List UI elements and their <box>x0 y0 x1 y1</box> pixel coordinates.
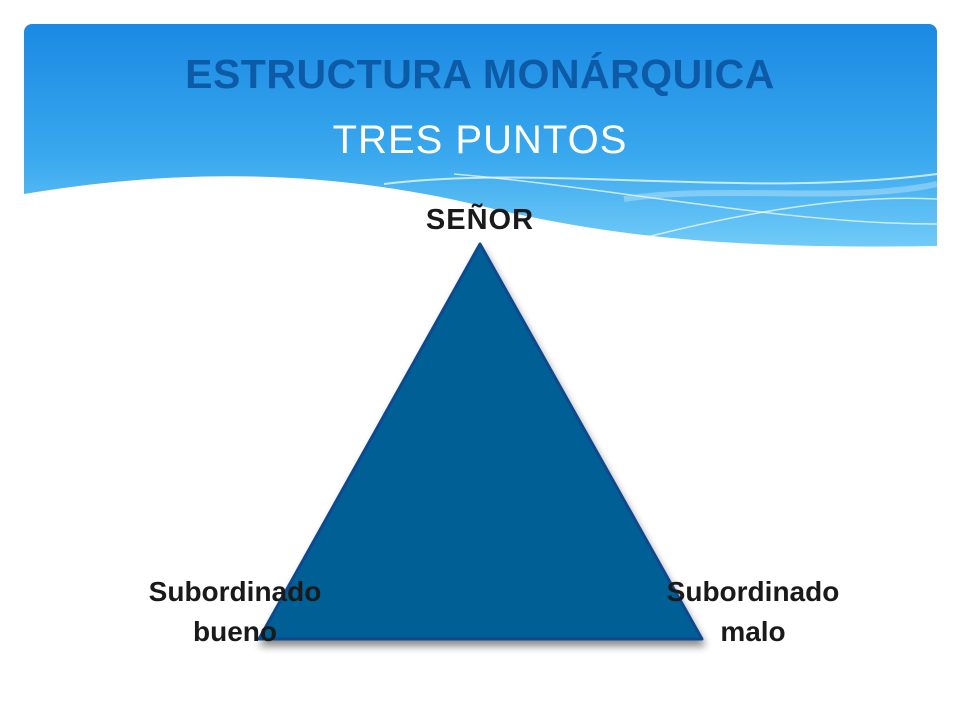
vertex-label-line: Subordinado <box>666 576 840 607</box>
header-banner <box>24 24 937 269</box>
vertex-label-line: bueno <box>193 616 277 647</box>
vertex-label-subordinado-bueno: Subordinado bueno <box>120 572 350 652</box>
vertex-label-subordinado-malo: Subordinado malo <box>638 572 868 652</box>
slide-title: ESTRUCTURA MONÁRQUICA <box>185 51 775 97</box>
slide-subtitle: TRES PUNTOS <box>332 118 628 162</box>
vertex-label-senor: SEÑOR <box>425 204 535 236</box>
banner-background <box>24 24 937 269</box>
vertex-label-line: malo <box>720 616 786 647</box>
vertex-label-line: Subordinado <box>148 576 322 607</box>
triangle-shape <box>257 242 704 641</box>
